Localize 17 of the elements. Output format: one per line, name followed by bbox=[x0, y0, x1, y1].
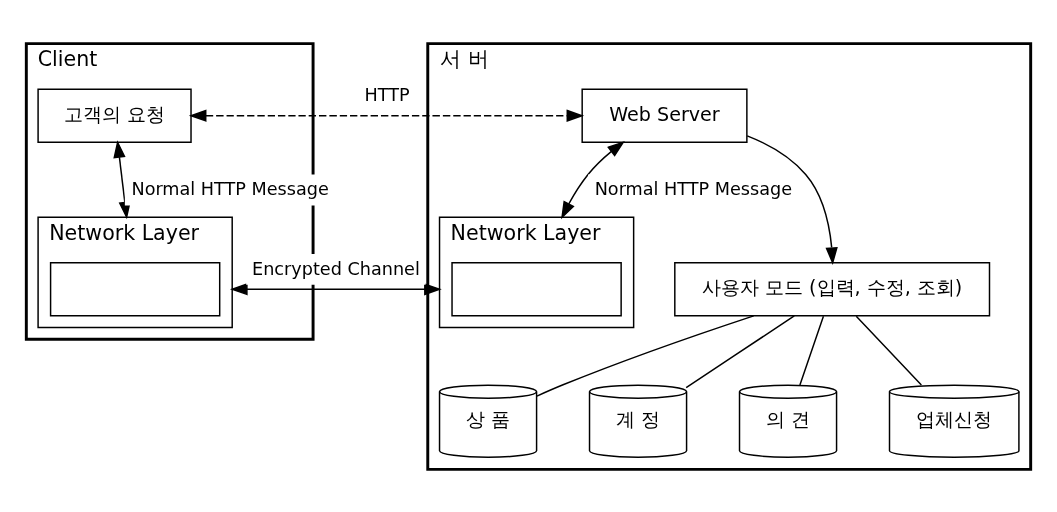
cluster: Network Layer bbox=[438, 215, 635, 328]
edge-label: Normal HTTP Message bbox=[594, 178, 792, 199]
connector bbox=[855, 314, 923, 386]
node-box bbox=[451, 261, 622, 316]
node-box bbox=[49, 261, 221, 316]
cluster: Network Layer bbox=[37, 215, 233, 328]
connector bbox=[799, 314, 825, 386]
arrow bbox=[188, 109, 585, 122]
edge-label: HTTP bbox=[364, 84, 410, 105]
node-box: 고객의 요청 bbox=[37, 88, 192, 143]
arrow bbox=[746, 134, 838, 265]
arrow bbox=[561, 140, 625, 219]
node-box: Web Server bbox=[581, 88, 748, 143]
node-box: 사용자 모드 (입력, 수정, 조회) bbox=[674, 261, 991, 316]
connector bbox=[685, 314, 795, 388]
arrow bbox=[229, 282, 442, 295]
connector bbox=[536, 314, 755, 397]
